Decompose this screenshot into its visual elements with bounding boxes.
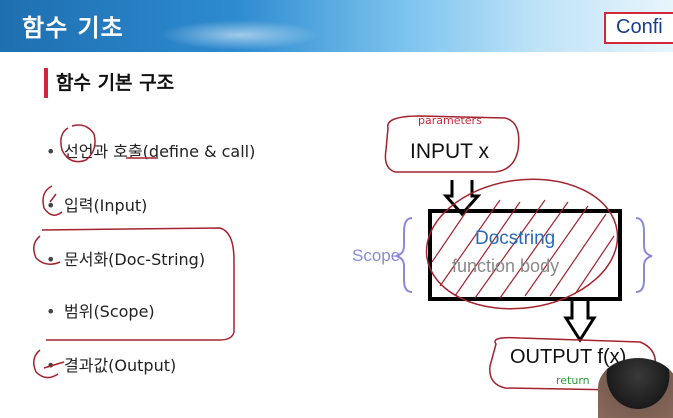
- docstring-label: Docstring: [475, 228, 556, 249]
- bullet-text: 선언과 호출(define & call): [64, 142, 256, 161]
- conference-badge: Confi: [604, 12, 673, 44]
- scope-brace-right: [635, 217, 653, 293]
- bullet-marker: •: [46, 250, 56, 269]
- bullet-docstring: • 문서화(Doc-String): [46, 246, 205, 270]
- function-box-annotation-ellipse: [425, 178, 619, 310]
- diagram-canvas: [33, 115, 657, 391]
- input-label: INPUT x: [410, 140, 489, 163]
- section-accent-bar: [44, 68, 48, 98]
- output-tick-mark: [43, 361, 65, 369]
- function-body-label: function body: [452, 256, 560, 276]
- function-box-hatching: [431, 199, 615, 299]
- scope-brace-left: [395, 217, 413, 293]
- bullet-input: • 입력(Input): [46, 192, 147, 216]
- docstring-number-mark: [33, 235, 61, 265]
- bullet-text: 문서화(Doc-String): [64, 250, 206, 269]
- output-number-mark: [33, 349, 59, 379]
- presenter-avatar: [598, 358, 673, 418]
- slide-title: 함수 기초: [22, 14, 124, 42]
- function-box: [428, 209, 622, 301]
- bullet-scope: • 범위(Scope): [46, 298, 155, 322]
- bullet-text: 입력(Input): [64, 196, 148, 215]
- bullet-marker: •: [46, 196, 56, 215]
- input-tick-mark: [49, 193, 57, 203]
- bullet-marker: •: [46, 142, 56, 161]
- conference-badge-label: Confi: [616, 16, 663, 38]
- bullet-text: 결과값(Output): [64, 356, 177, 375]
- input-number-mark: [42, 185, 63, 216]
- section-title: 함수 기본 구조: [56, 72, 175, 94]
- bullet-text: 범위(Scope): [64, 302, 155, 321]
- parameters-label: parameters: [418, 114, 482, 127]
- return-label: return: [556, 374, 590, 387]
- header-glow: [160, 20, 320, 50]
- output-label: OUTPUT f(x): [510, 346, 627, 368]
- input-arrow: [442, 180, 482, 217]
- output-arrow: [563, 300, 597, 343]
- bullet-define-call: • 선언과 호출(define & call): [46, 138, 255, 162]
- docstring-scope-bracket: [41, 227, 235, 341]
- bullet-marker: •: [46, 302, 56, 321]
- scope-label: Scope: [352, 246, 401, 265]
- slide-header: 함수 기초 Confi: [0, 0, 673, 52]
- define-annotation-circle: [60, 124, 96, 163]
- input-annotation-loop: [384, 115, 520, 173]
